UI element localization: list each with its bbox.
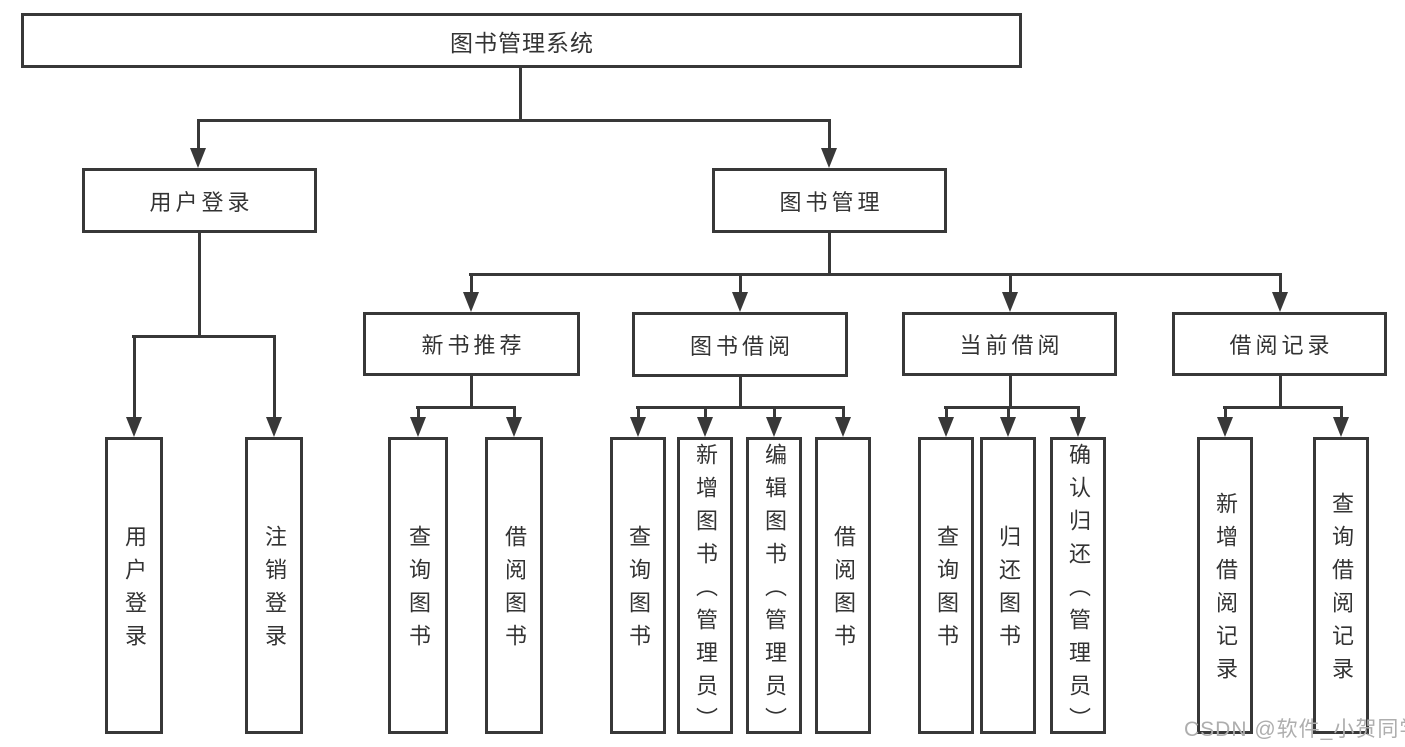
node-current-borrowing: 当前借阅 bbox=[902, 312, 1117, 376]
node-book-borrowing: 图书借阅 bbox=[632, 312, 848, 377]
leaf-cb-query-books: 查询图书 bbox=[918, 437, 974, 734]
node-current-borrowing-label: 当前借阅 bbox=[959, 333, 1064, 358]
leaf-cb-query-books-label: 查询图书 bbox=[934, 525, 959, 657]
arrow-to-leaf-cb-confirm bbox=[1070, 406, 1086, 437]
connector-bar-current-borrowing-group bbox=[944, 406, 1080, 409]
leaf-user-login-label: 用户登录 bbox=[122, 525, 147, 657]
leaf-nb-query-books-label: 查询图书 bbox=[406, 525, 431, 657]
arrow-to-leaf-bb-borrow bbox=[835, 406, 851, 437]
leaf-cb-confirm-return-admin: 确认归还（管理员） bbox=[1050, 437, 1106, 740]
leaf-cb-return-books: 归还图书 bbox=[980, 437, 1036, 734]
connector-bar-level2 bbox=[469, 273, 1282, 276]
leaf-bb-query-books-label: 查询图书 bbox=[626, 525, 651, 657]
leaf-logout: 注销登录 bbox=[245, 437, 303, 734]
leaf-bb-add-books-admin-label: 新增图书（管理员） bbox=[693, 442, 718, 740]
leaf-bb-edit-books-admin: 编辑图书（管理员） bbox=[746, 437, 802, 740]
arrow-to-leaf-user-login bbox=[126, 335, 142, 437]
connector-bar-new-book-group bbox=[416, 406, 516, 409]
csdn-watermark: CSDN @软件_小贺同学 bbox=[1184, 718, 1405, 741]
node-root-label: 图书管理系统 bbox=[450, 29, 594, 56]
arrow-to-leaf-bb-query bbox=[630, 406, 646, 437]
leaf-nb-query-books: 查询图书 bbox=[388, 437, 448, 734]
node-root: 图书管理系统 bbox=[21, 13, 1022, 68]
leaf-bb-add-books-admin: 新增图书（管理员） bbox=[677, 437, 733, 740]
leaf-cb-return-books-label: 归还图书 bbox=[996, 525, 1021, 657]
connector-bar-level1 bbox=[197, 119, 831, 122]
arrow-to-leaf-bb-edit bbox=[766, 406, 782, 437]
leaf-bb-borrow-books-label: 借阅图书 bbox=[831, 525, 856, 657]
connector-bar-user-login-group bbox=[132, 335, 276, 338]
leaf-cb-confirm-return-admin-label: 确认归还（管理员） bbox=[1066, 442, 1091, 740]
node-user-login-branch-label: 用户登录 bbox=[149, 189, 254, 215]
leaf-br-query-record-label: 查询借阅记录 bbox=[1329, 492, 1354, 690]
arrow-to-leaf-cb-query bbox=[938, 406, 954, 437]
arrow-to-leaf-nb-borrow bbox=[506, 406, 522, 437]
arrow-to-leaf-br-add bbox=[1217, 406, 1233, 437]
node-book-borrowing-label: 图书借阅 bbox=[689, 333, 794, 359]
leaf-user-login: 用户登录 bbox=[105, 437, 163, 734]
arrow-to-leaf-nb-query bbox=[410, 406, 426, 437]
connector-user-login-drop bbox=[198, 231, 201, 338]
connector-new-book-drop bbox=[470, 374, 473, 408]
node-book-management-label: 图书管理 bbox=[779, 189, 884, 215]
connector-bar-borrowing-records-group bbox=[1223, 406, 1343, 409]
arrow-to-current-borrowing bbox=[1002, 273, 1018, 312]
leaf-br-query-record: 查询借阅记录 bbox=[1313, 437, 1369, 734]
connector-book-borrowing-drop bbox=[739, 375, 742, 408]
arrow-to-leaf-bb-add bbox=[697, 406, 713, 437]
connector-root-drop bbox=[519, 66, 522, 121]
leaf-logout-label: 注销登录 bbox=[262, 525, 287, 657]
node-borrowing-records-label: 借阅记录 bbox=[1229, 333, 1334, 358]
arrow-to-leaf-logout bbox=[266, 335, 282, 437]
leaf-bb-edit-books-admin-label: 编辑图书（管理员） bbox=[762, 442, 787, 740]
connector-book-management-drop bbox=[828, 231, 831, 275]
node-borrowing-records: 借阅记录 bbox=[1172, 312, 1387, 376]
arrow-to-leaf-br-query bbox=[1333, 406, 1349, 437]
arrow-to-book-management bbox=[821, 119, 837, 168]
leaf-br-add-record: 新增借阅记录 bbox=[1197, 437, 1253, 734]
arrow-to-book-borrowing bbox=[732, 273, 748, 312]
leaf-nb-borrow-books-label: 借阅图书 bbox=[502, 525, 527, 657]
connector-current-borrowing-drop bbox=[1009, 374, 1012, 408]
arrow-to-leaf-cb-return bbox=[1000, 406, 1016, 437]
connector-bar-book-borrowing-group bbox=[636, 406, 845, 409]
arrow-to-user-login-branch bbox=[190, 119, 206, 168]
node-user-login-branch: 用户登录 bbox=[82, 168, 317, 233]
node-new-book-recommend: 新书推荐 bbox=[363, 312, 580, 376]
connector-borrowing-records-drop bbox=[1279, 374, 1282, 408]
node-book-management: 图书管理 bbox=[712, 168, 947, 233]
leaf-bb-query-books: 查询图书 bbox=[610, 437, 666, 734]
leaf-bb-borrow-books: 借阅图书 bbox=[815, 437, 871, 734]
arrow-to-borrowing-records bbox=[1272, 273, 1288, 312]
leaf-br-add-record-label: 新增借阅记录 bbox=[1213, 492, 1238, 690]
leaf-nb-borrow-books: 借阅图书 bbox=[485, 437, 543, 734]
arrow-to-new-book-recommend bbox=[463, 273, 479, 312]
node-new-book-recommend-label: 新书推荐 bbox=[421, 333, 526, 358]
